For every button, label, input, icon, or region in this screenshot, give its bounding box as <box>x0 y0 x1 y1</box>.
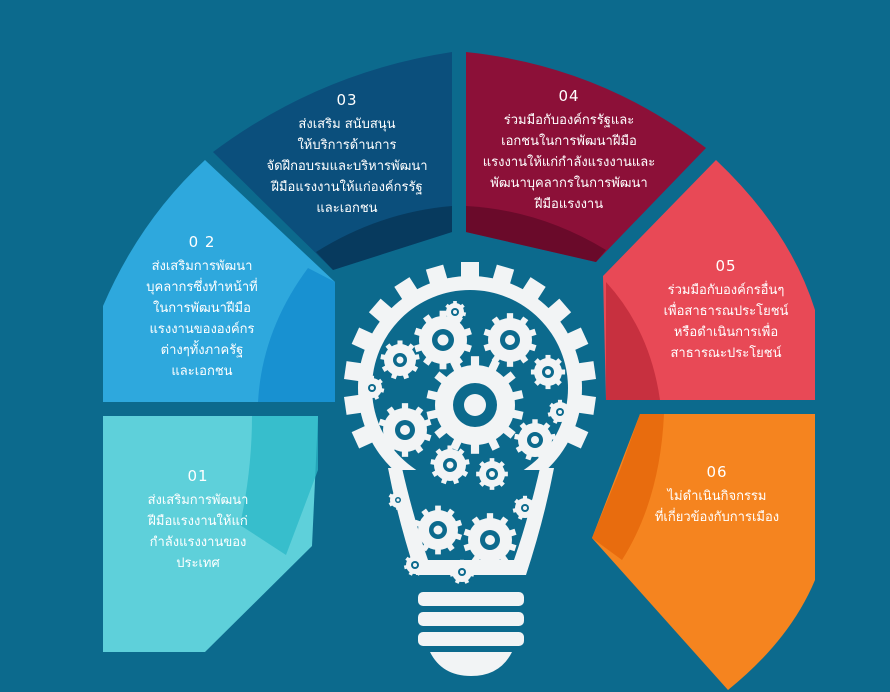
segment-05-text: 05 ร่วมมือกับองค์กรอื่นๆ เพื่อสาธารณประโ… <box>646 256 806 364</box>
gear-icon <box>547 399 573 424</box>
segment-03-shape <box>213 52 452 270</box>
gear-icon <box>463 513 517 567</box>
gear-icon <box>413 505 463 555</box>
gear-icon <box>403 554 427 576</box>
segment-05-number: 05 <box>715 257 737 275</box>
segment-02-label: ส่งเสริมการพัฒนา บุคลากรซึ่งทำหน้าที่ ใน… <box>146 259 258 379</box>
gear-icon <box>380 340 420 380</box>
segment-05 <box>603 160 815 400</box>
gear-icon <box>476 458 508 490</box>
gear-icon <box>388 490 408 510</box>
segment-06 <box>592 414 815 690</box>
gear-icon <box>426 356 524 454</box>
segment-03-text: 03 ส่งเสริม สนับสนุน ให้บริการด้านการ จั… <box>262 90 432 219</box>
segment-04-label: ร่วมมือกับองค์กรรัฐและ เอกชนในการพัฒนาฝี… <box>482 113 656 212</box>
segment-06-inner-band <box>592 414 664 560</box>
segment-01-label: ส่งเสริมการพัฒนา ฝีมือแรงงานให้แก่ กำลัง… <box>147 493 249 571</box>
gear-icon <box>530 354 566 390</box>
segment-05-label: ร่วมมือกับองค์กรอื่นๆ เพื่อสาธารณประโยชน… <box>663 283 789 361</box>
segment-02-number: 0 2 <box>188 233 216 251</box>
segment-04-inner-band <box>466 206 606 262</box>
segment-06-label: ไม่ดำเนินกิจกรรม ที่เกี่ยวข้องกับการเมือ… <box>654 489 780 525</box>
gear-icon <box>378 403 432 457</box>
segment-05-shape <box>603 160 815 400</box>
gear-icon <box>483 313 537 367</box>
segment-04 <box>466 52 706 262</box>
segment-02-inner-band <box>258 268 335 402</box>
gear-icon <box>449 559 475 584</box>
segment-06-text: 06 ไม่ดำเนินกิจกรรม ที่เกี่ยวข้องกับการเ… <box>632 462 802 528</box>
gear-icon <box>359 375 385 400</box>
segment-01-text: 01 ส่งเสริมการพัฒนา ฝีมือแรงงานให้แก่ กำ… <box>128 466 268 574</box>
lightbulb-with-gears-icon <box>344 262 596 676</box>
segment-01 <box>103 416 318 652</box>
segment-03-label: ส่งเสริม สนับสนุน ให้บริการด้านการ จัดฝึ… <box>266 117 428 216</box>
gear-icon <box>512 495 538 520</box>
segment-02 <box>103 160 335 402</box>
segment-06-number: 06 <box>706 463 728 481</box>
segment-02-text: 0 2 ส่งเสริมการพัฒนา บุคลากรซึ่งทำหน้าที… <box>132 232 272 382</box>
segment-05-inner-band <box>606 282 660 400</box>
segment-04-shape <box>466 52 706 262</box>
segment-03-number: 03 <box>336 91 358 109</box>
segment-01-inner-band <box>240 416 318 555</box>
gear-icon <box>443 301 467 323</box>
segment-04-number: 04 <box>558 87 580 105</box>
gear-icon <box>514 419 556 461</box>
gear-icon <box>430 445 470 485</box>
segment-03 <box>213 52 452 270</box>
segment-04-text: 04 ร่วมมือกับองค์กรรัฐและ เอกชนในการพัฒน… <box>474 86 664 215</box>
segment-03-inner-band <box>316 206 452 270</box>
segment-01-number: 01 <box>187 467 209 485</box>
